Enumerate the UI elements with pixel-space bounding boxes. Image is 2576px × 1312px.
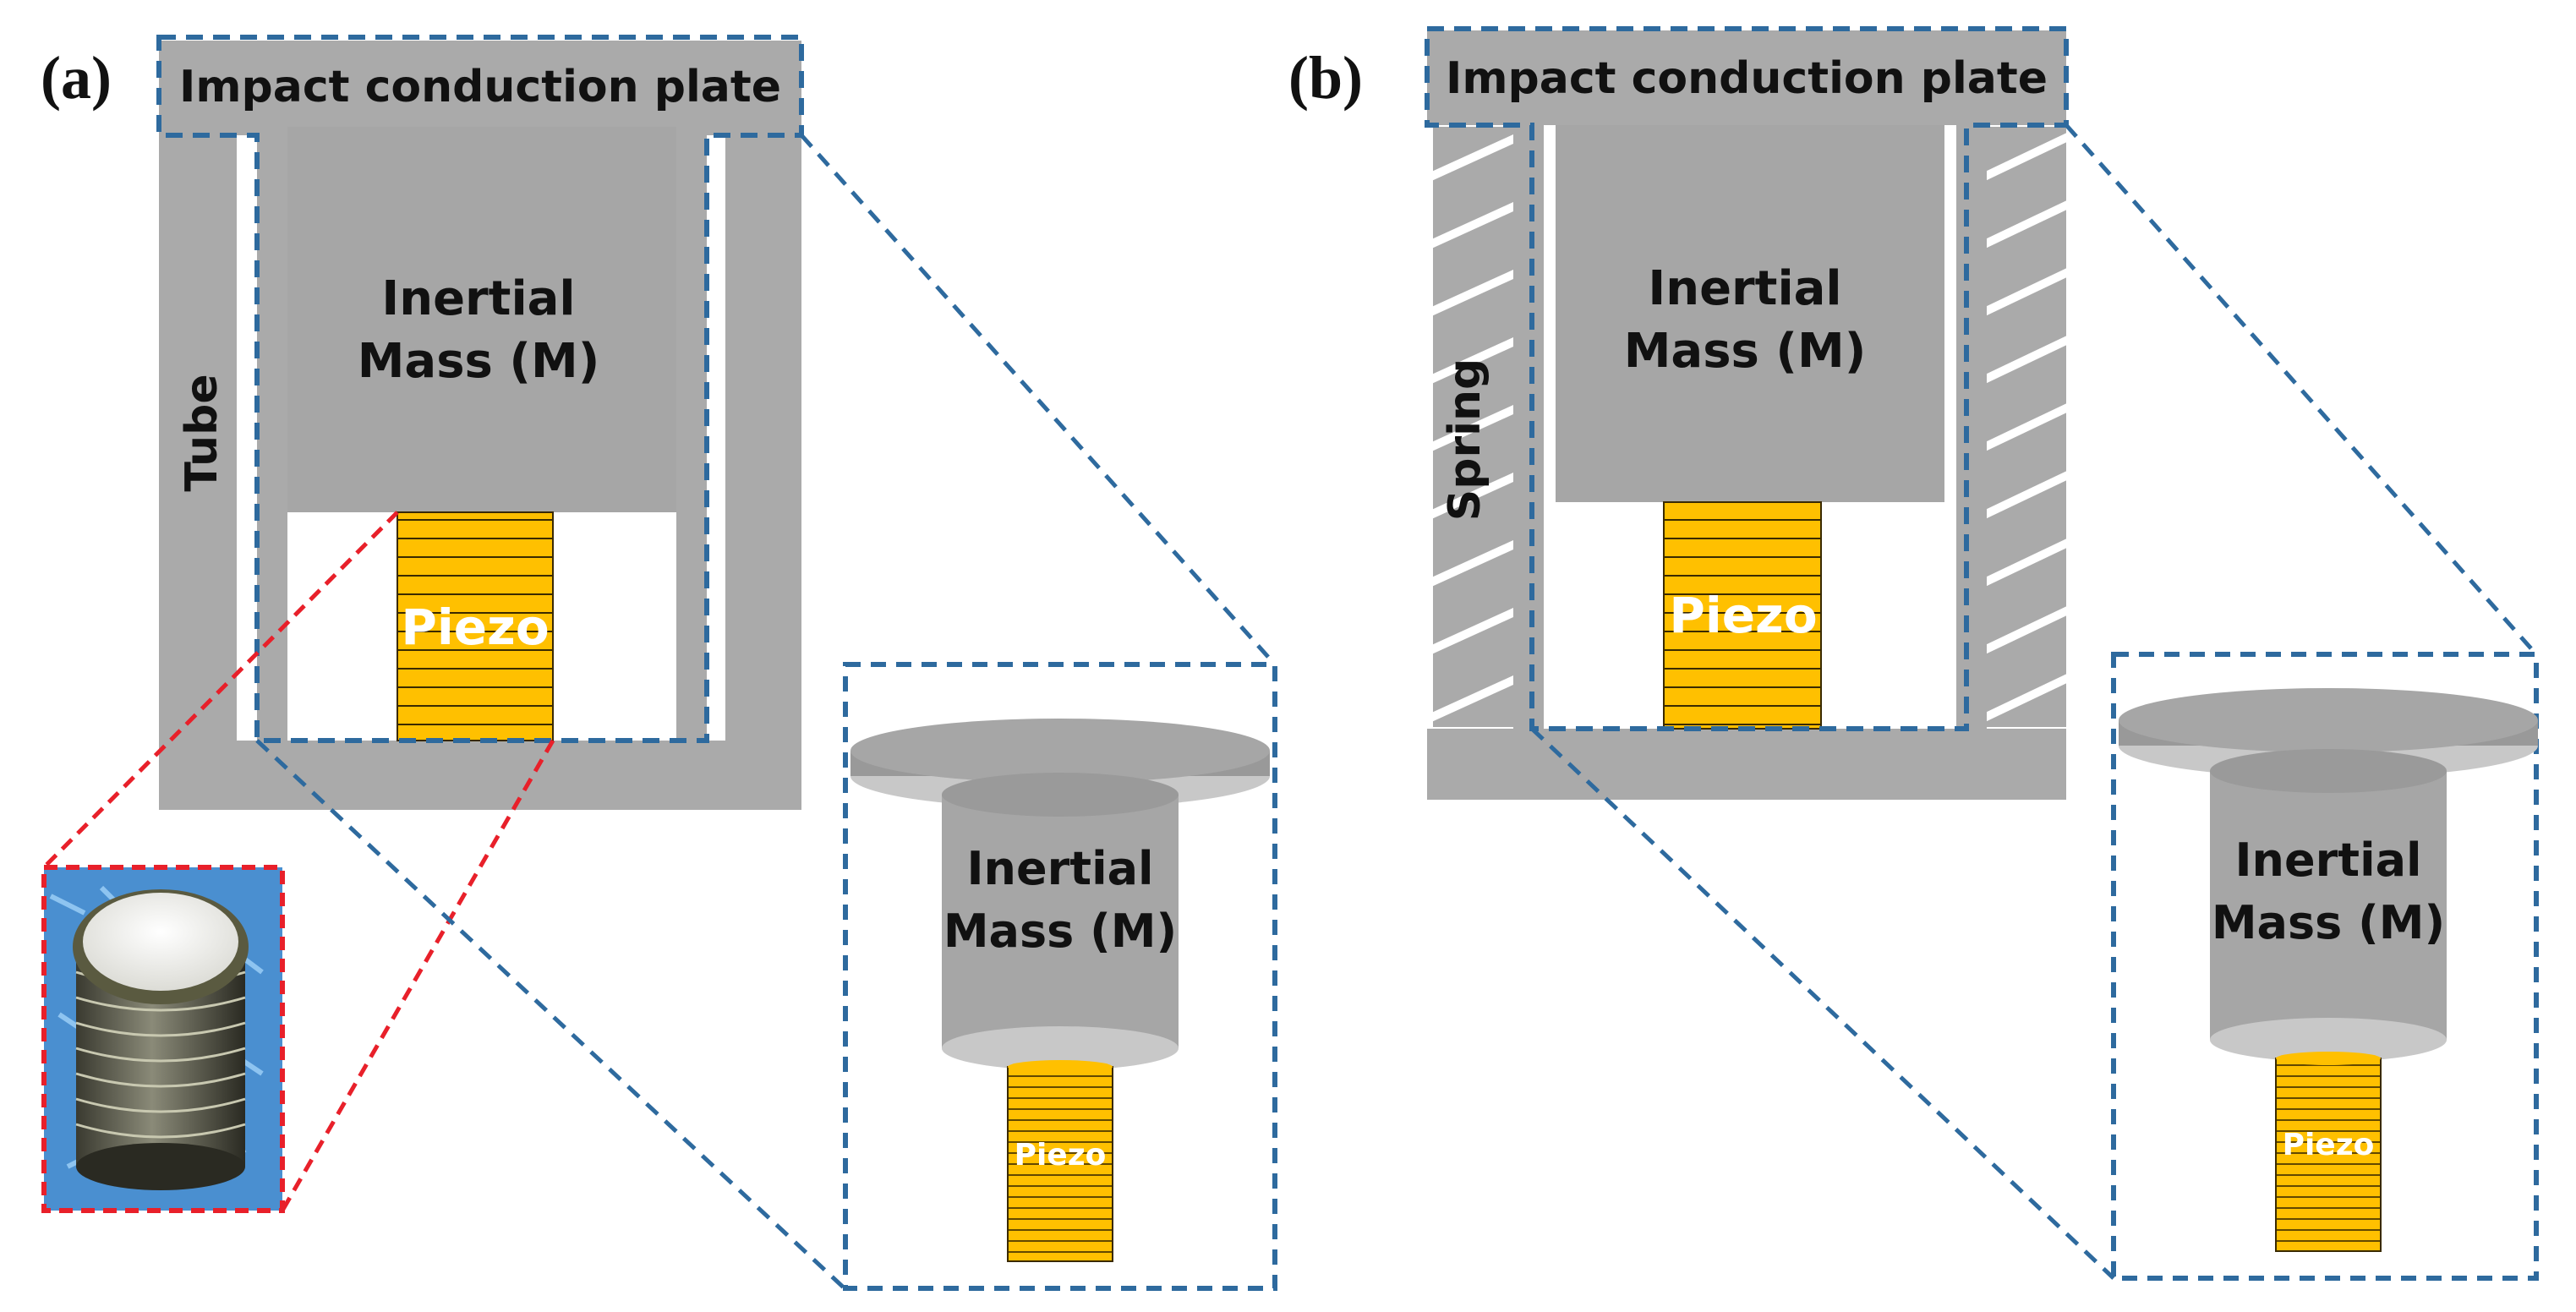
inset-mass-label-line2: Mass (M) (943, 905, 1177, 958)
blue-zoom-line-top-b (2065, 123, 2538, 656)
inset-3d-b: Inertial Mass (M) Piezo (2111, 652, 2539, 1281)
piezo-label-b: Piezo (1669, 587, 1817, 644)
tube-housing-bottom (159, 741, 801, 810)
inset-mass-bottom (942, 1026, 1179, 1070)
spring-inner-rim-left (1513, 125, 1544, 730)
assembly-dashed-outline-b (1425, 26, 2069, 731)
inset-plate-top-b (2119, 688, 2538, 752)
red-zoom-line-bottom (280, 739, 555, 1212)
inset-mass-label-line2-b: Mass (M) (2212, 896, 2445, 949)
piezo-stack-b (1663, 501, 1822, 730)
inset-mass-label-line1-b: Inertial (2234, 834, 2421, 887)
red-zoom-line-top (42, 511, 399, 869)
inset-3d-a: Inertial Mass (M) Piezo (843, 662, 1277, 1291)
inset-piezo-top (1008, 1060, 1113, 1074)
spring-left-gaps (1433, 134, 1513, 722)
assembly-dashed-outline (156, 35, 804, 743)
inset-mass-body (942, 795, 1179, 1048)
inset-piezo-label-b: Piezo (2283, 1128, 2375, 1162)
panel-b-label: (b) (1288, 44, 1363, 112)
tube-housing-right-wall (725, 127, 801, 810)
photo-stack-bottom (76, 1143, 245, 1190)
impact-plate-label: Impact conduction plate (179, 62, 781, 112)
inset-mass-top (942, 773, 1179, 817)
inset-plate-top (850, 719, 1270, 783)
inset-piezo-stack (1007, 1066, 1113, 1262)
panel-a: (a) Impact conduction plate Inertial Mas… (41, 35, 1277, 1291)
blue-zoom-line-top (800, 134, 1277, 666)
inertial-mass-b (1556, 125, 1944, 502)
spring-inner-rim-right (1956, 125, 1987, 730)
inset-piezo-stack-b (2275, 1058, 2382, 1252)
spring-base (1427, 729, 2066, 800)
inset-piezo-label: Piezo (1015, 1138, 1107, 1173)
panel-b: (b) (1288, 26, 2539, 1281)
inset-mass-label-line1: Inertial (966, 842, 1153, 895)
tube-housing-left-wall (159, 127, 237, 810)
inset-mass-bottom-b (2210, 1018, 2447, 1062)
inertial-mass (287, 127, 676, 512)
piezo-photo (44, 867, 282, 1211)
tube-inner-rim-right (676, 127, 707, 741)
impact-plate-label-b: Impact conduction plate (1446, 53, 2048, 104)
inertial-mass-label-line1: Inertial (381, 271, 575, 326)
spring-label: Spring (1440, 358, 1490, 521)
tube-inner-rim-left (257, 127, 287, 741)
inertial-mass-label-line2-b: Mass (M) (1624, 324, 1867, 379)
inset-mass-top-b (2210, 749, 2447, 793)
photo-disc-top (83, 893, 238, 991)
impact-conduction-plate-b (1427, 30, 2066, 125)
inset-frame-b (2111, 652, 2539, 1281)
impact-conduction-plate (159, 41, 801, 135)
piezo-stack (397, 511, 554, 741)
blue-zoom-line-bottom (255, 739, 847, 1291)
panel-a-label: (a) (41, 44, 112, 112)
spring-coils-right (1987, 127, 2066, 727)
inertial-mass-label-line2: Mass (M) (358, 334, 600, 389)
spring-coils-left (1433, 127, 1513, 727)
inset-piezo-top-b (2276, 1052, 2381, 1065)
inset-mass-body-b (2210, 771, 2447, 1040)
piezo-label: Piezo (401, 599, 549, 656)
blue-zoom-line-bottom-b (1530, 727, 2115, 1280)
photo-red-frame (41, 865, 285, 1213)
tube-label: Tube (177, 374, 227, 491)
spring-right-gaps (1987, 133, 2066, 722)
inertial-mass-label-line1-b: Inertial (1648, 261, 1841, 316)
inset-frame-a (843, 662, 1277, 1291)
